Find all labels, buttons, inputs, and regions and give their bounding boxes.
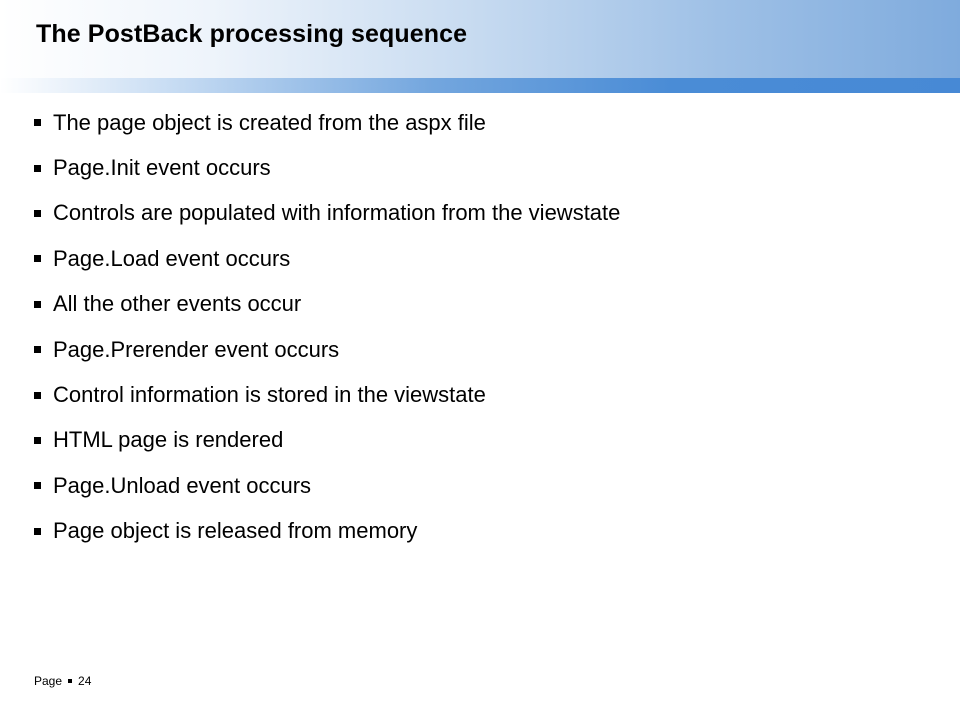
bullet-item: Controls are populated with information … bbox=[34, 191, 620, 236]
bullet-text: Page object is released from memory bbox=[53, 518, 418, 544]
footer-page-label: Page bbox=[34, 674, 63, 688]
bullet-item: The page object is created from the aspx… bbox=[34, 100, 620, 145]
bullet-item: Page.Unload event occurs bbox=[34, 463, 620, 508]
bullet-item: Page.Prerender event occurs bbox=[34, 327, 620, 372]
square-bullet-icon bbox=[68, 679, 73, 683]
bullet-item: Page.Load event occurs bbox=[34, 236, 620, 281]
bullet-text: Page.Unload event occurs bbox=[53, 472, 312, 498]
bullet-item: Page object is released from memory bbox=[34, 509, 620, 554]
square-bullet-icon bbox=[34, 164, 41, 172]
bullet-text: Page.Load event occurs bbox=[53, 245, 291, 271]
title-banner bbox=[0, 0, 960, 78]
bullet-item: HTML page is rendered bbox=[34, 418, 620, 463]
square-bullet-icon bbox=[34, 527, 41, 535]
bullet-item: All the other events occur bbox=[34, 282, 620, 327]
footer-page-number: 24 bbox=[78, 674, 92, 688]
bullet-text: Controls are populated with information … bbox=[53, 200, 621, 226]
bullet-text: HTML page is rendered bbox=[53, 427, 284, 453]
square-bullet-icon bbox=[34, 255, 41, 263]
bullet-text: Control information is stored in the vie… bbox=[53, 382, 486, 408]
square-bullet-icon bbox=[34, 436, 41, 444]
square-bullet-icon bbox=[34, 482, 41, 490]
slide-title: The PostBack processing sequence bbox=[36, 20, 468, 48]
bullet-text: The page object is created from the aspx… bbox=[53, 109, 486, 135]
title-accent-bar bbox=[0, 78, 960, 93]
bullet-item: Page.Init event occurs bbox=[34, 145, 620, 190]
square-bullet-icon bbox=[34, 119, 41, 127]
square-bullet-icon bbox=[34, 209, 41, 217]
bullet-text: Page.Prerender event occurs bbox=[53, 336, 340, 362]
square-bullet-icon bbox=[34, 391, 41, 399]
bullet-text: All the other events occur bbox=[53, 291, 302, 317]
bullet-list: The page object is created from the aspx… bbox=[34, 100, 620, 554]
bullet-item: Control information is stored in the vie… bbox=[34, 372, 620, 417]
square-bullet-icon bbox=[34, 346, 41, 354]
square-bullet-icon bbox=[34, 300, 41, 308]
page-footer: Page 24 bbox=[34, 674, 91, 688]
bullet-text: Page.Init event occurs bbox=[53, 155, 271, 181]
